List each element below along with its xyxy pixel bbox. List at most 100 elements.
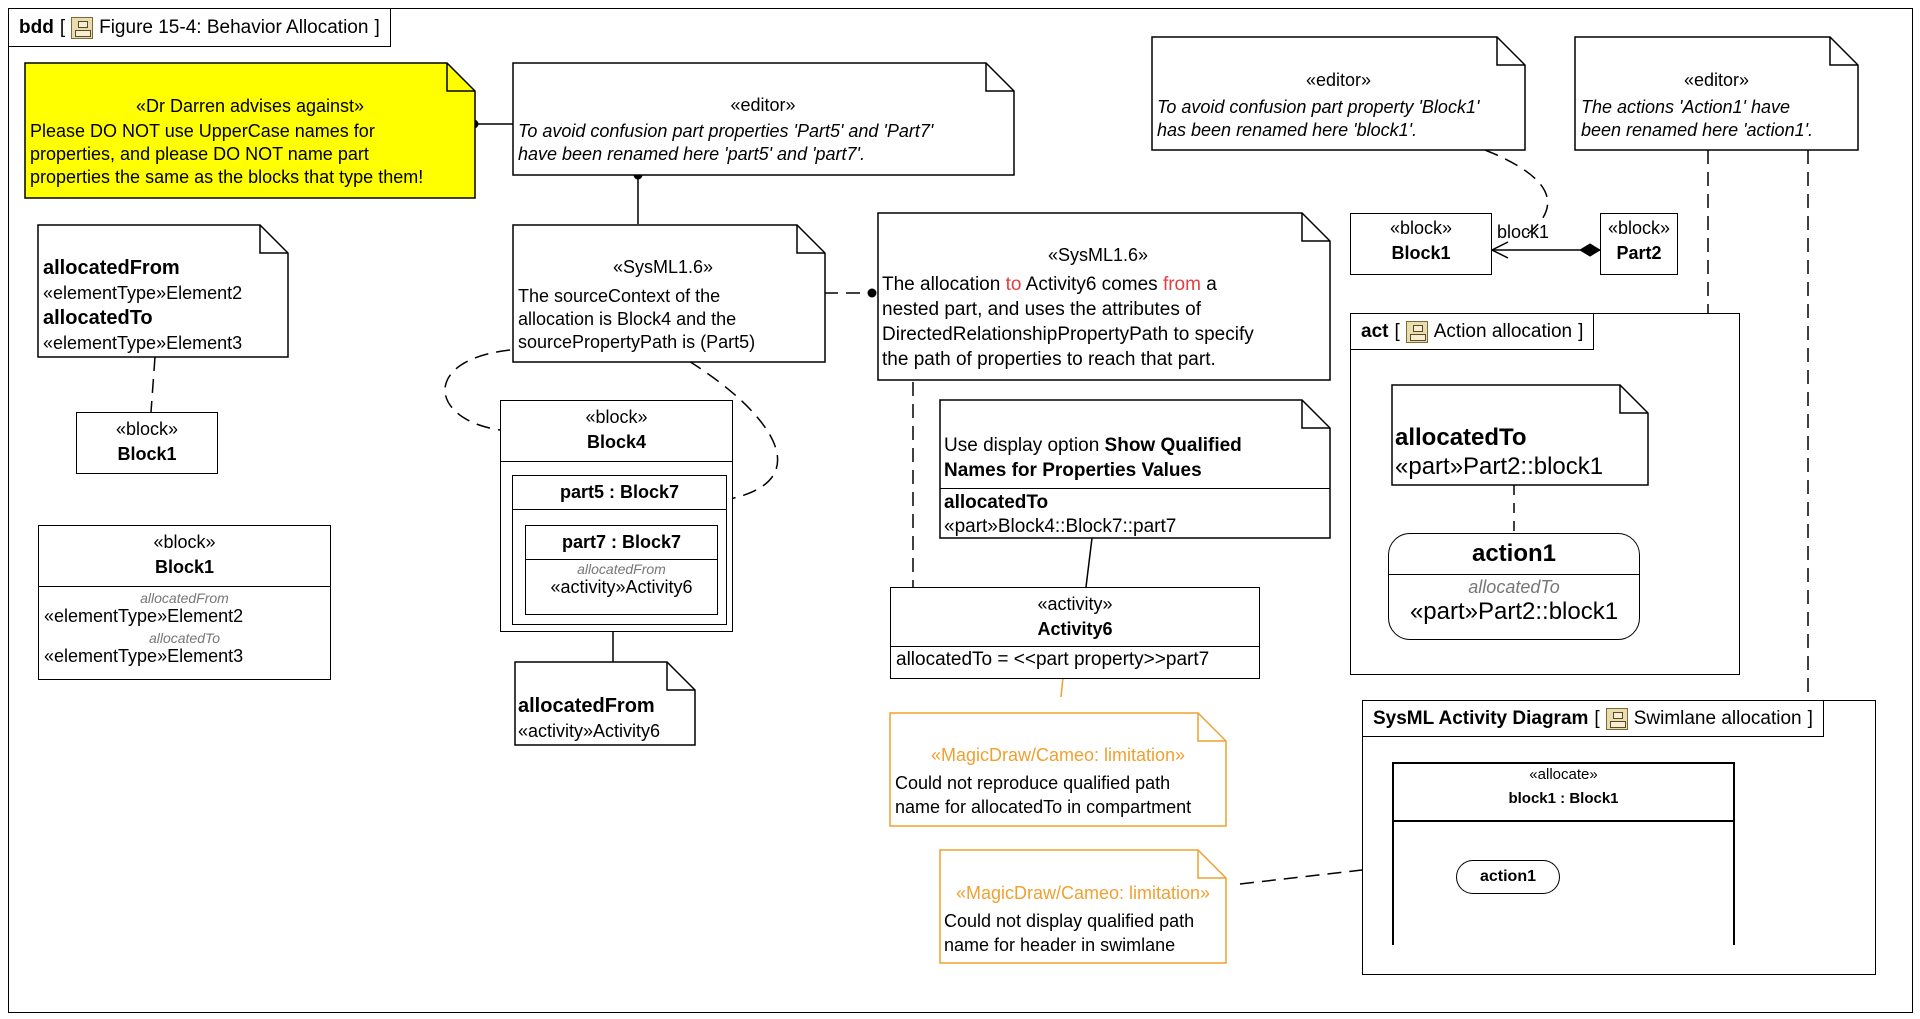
- part7-name: part7 : Block7: [561, 532, 682, 552]
- part7-property[interactable]: part7 : Block7 allocatedFrom «activity»A…: [525, 525, 718, 615]
- sysml-nested-stereotype: «SysML1.6»: [1047, 245, 1149, 265]
- swimlane-header-divider: [1392, 820, 1735, 822]
- alloc-from-activity-label: allocatedFrom: [518, 695, 655, 717]
- note-shape-darren: [24, 62, 476, 199]
- magic2-line-2: name for header in swimlane: [944, 935, 1176, 955]
- editor-block1-line-1: To avoid confusion part property 'Block1…: [1157, 97, 1480, 117]
- swimlane-frame: [1362, 700, 1876, 975]
- association-arrowhead: [1490, 241, 1509, 259]
- note-anchor-magic-1: [1060, 676, 1064, 698]
- editor-block1-body[interactable]: To avoid confusion part property 'Block1…: [1157, 96, 1522, 142]
- alloc-element-value-to: «elementType»Element3: [43, 333, 243, 353]
- display-option-text-a: Use display option: [944, 435, 1105, 456]
- alloc-from-activity-note[interactable]: allocatedFrom «activity»Activity6: [518, 694, 693, 744]
- activity-frame-icon: [1405, 320, 1428, 343]
- part2-block[interactable]: «block» Part2: [1600, 213, 1678, 275]
- action1-comp-value: «part»Part2::block1: [1409, 598, 1619, 625]
- note-shape-editor-part5: [512, 62, 1015, 176]
- darren-note-stereotype: «Dr Darren advises against»: [135, 96, 365, 116]
- block1-small[interactable]: «block» Block1: [76, 412, 218, 474]
- act-alloc-label: allocatedTo: [1395, 424, 1527, 451]
- block1-small-stereotype: «block»: [115, 419, 179, 439]
- activity6-name: Activity6: [1037, 619, 1113, 639]
- composition-diamond: [1579, 243, 1601, 257]
- activity6-block[interactable]: «activity» Activity6 allocatedTo = <<par…: [890, 587, 1260, 679]
- note-anchor-alloc-element: [150, 356, 156, 413]
- magic1-line-2: name for allocatedTo in compartment: [895, 797, 1192, 817]
- diagram-frame-icon: [71, 16, 94, 39]
- anchor-dot-nested: [867, 288, 877, 298]
- sysml-source-stereotype: «SysML1.6»: [612, 257, 714, 277]
- editor-block1-line-2: has been renamed here 'block1'.: [1157, 120, 1418, 140]
- display-option-value: «part»Block4::Block7::part7: [944, 516, 1177, 537]
- note-shape-display-option: [939, 399, 1331, 539]
- block1-comp-label-to: allocatedTo: [148, 630, 221, 646]
- magic2-line-1: Could not display qualified path: [944, 911, 1195, 931]
- note-shape-magic-1: [889, 712, 1227, 827]
- note-shape-act-alloc: [1391, 384, 1649, 486]
- sysml-source-body[interactable]: The sourceContext of the allocation is B…: [518, 285, 818, 354]
- frame-kind: bdd: [19, 16, 54, 38]
- note-shape-alloc-element: [37, 224, 289, 358]
- darren-line-2: properties, and please DO NOT name part: [30, 144, 369, 164]
- bdd-frame: [8, 8, 1913, 1013]
- note-anchor-sysml-source-1: [444, 349, 511, 431]
- sysml-nested-body[interactable]: The allocation to Activity6 comes from a…: [882, 272, 1327, 372]
- action1-node[interactable]: action1 allocatedTo «part»Part2::block1: [1388, 533, 1640, 640]
- swimlane-stereotype: «allocate»: [1529, 766, 1598, 783]
- magic1-line-1: Could not reproduce qualified path: [895, 773, 1171, 793]
- block1-right-name: Block1: [1391, 243, 1451, 263]
- editor-action1-line-1: The actions 'Action1' have: [1581, 97, 1790, 117]
- editor-block1-stereotype: «editor»: [1305, 70, 1372, 90]
- act-frame-kind: act: [1361, 320, 1389, 342]
- act-frame: [1350, 313, 1740, 675]
- swimlane-action1[interactable]: action1: [1456, 860, 1560, 894]
- darren-line-3: properties the same as the blocks that t…: [30, 167, 424, 187]
- editor-action1-stereotype: «editor»: [1683, 70, 1750, 90]
- magic1-body[interactable]: Could not reproduce qualified path name …: [895, 771, 1225, 819]
- magic2-body[interactable]: Could not display qualified path name fo…: [944, 909, 1224, 957]
- act-frame-tab[interactable]: act [ Action allocation ]: [1351, 314, 1595, 350]
- display-option-label: allocatedTo: [944, 492, 1049, 513]
- swimlane-frame-tab[interactable]: SysML Activity Diagram [ Swimlane alloca…: [1363, 701, 1824, 737]
- swimlane-frame-kind: SysML Activity Diagram: [1373, 707, 1589, 729]
- sysml-nested-to-keyword: to: [1005, 274, 1022, 295]
- block1-right[interactable]: «block» Block1: [1350, 213, 1492, 275]
- part7-comp-label: allocatedFrom: [577, 561, 666, 577]
- frame-title: Figure 15-4: Behavior Allocation: [99, 16, 369, 38]
- act-alloc-note[interactable]: allocatedTo «part»Part2::block1: [1395, 423, 1645, 481]
- alloc-element-label-from: allocatedFrom: [43, 257, 180, 279]
- display-option-note[interactable]: Use display option Show Qualified Names …: [944, 433, 1324, 483]
- note-shape-sysml-nested: [877, 212, 1331, 381]
- sysml-nested-from-keyword: from: [1162, 274, 1201, 295]
- magic1-stereotype: «MagicDraw/Cameo: limitation»: [930, 745, 1186, 765]
- swimlane-frame-title: Swimlane allocation: [1633, 707, 1802, 729]
- sysml-source-line-1: The sourceContext of the: [518, 286, 721, 306]
- sysml-nested-line-3: DirectedRelationshipPropertyPath to spec…: [882, 324, 1254, 345]
- sysml-source-line-2: allocation is Block4 and the: [518, 309, 737, 329]
- editor-part5-body[interactable]: To avoid confusion part properties 'Part…: [518, 120, 1013, 166]
- act-alloc-value: «part»Part2::block1: [1395, 453, 1604, 480]
- darren-note-body[interactable]: Please DO NOT use UpperCase names for pr…: [30, 120, 470, 189]
- note-anchor-sysml-source-2: [669, 349, 779, 501]
- block1-small-name: Block1: [117, 444, 177, 464]
- note-shape-editor-block1: [1151, 36, 1526, 151]
- sysml-nested-text-b: Activity6 comes: [1021, 274, 1163, 295]
- note-anchor-editor-block1: [1484, 149, 1549, 237]
- activity6-stereotype: «activity»: [1037, 594, 1113, 614]
- swimlane[interactable]: [1392, 762, 1735, 945]
- sysml-nested-line-4: the path of properties to reach that par…: [882, 349, 1216, 370]
- block4-stereotype: «block»: [585, 407, 648, 427]
- sysml-source-line-3: sourcePropertyPath is (Part5): [518, 332, 756, 352]
- alloc-element-note-body[interactable]: allocatedFrom «elementType»Element2 allo…: [43, 256, 283, 356]
- editor-action1-body[interactable]: The actions 'Action1' have been renamed …: [1581, 96, 1856, 142]
- activity6-compartment: allocatedTo = <<part property>>part7: [896, 649, 1210, 670]
- association-role-label: block1: [1497, 222, 1550, 242]
- part2-name: Part2: [1616, 243, 1662, 263]
- bdd-frame-tab[interactable]: bdd [ Figure 15-4: Behavior Allocation ]: [9, 9, 391, 47]
- block1-compartment[interactable]: «block» Block1 allocatedFrom «elementTyp…: [38, 525, 331, 680]
- note-anchor-display-option: [1085, 537, 1093, 588]
- block1-comp-value-to: «elementType»Element3: [44, 646, 244, 666]
